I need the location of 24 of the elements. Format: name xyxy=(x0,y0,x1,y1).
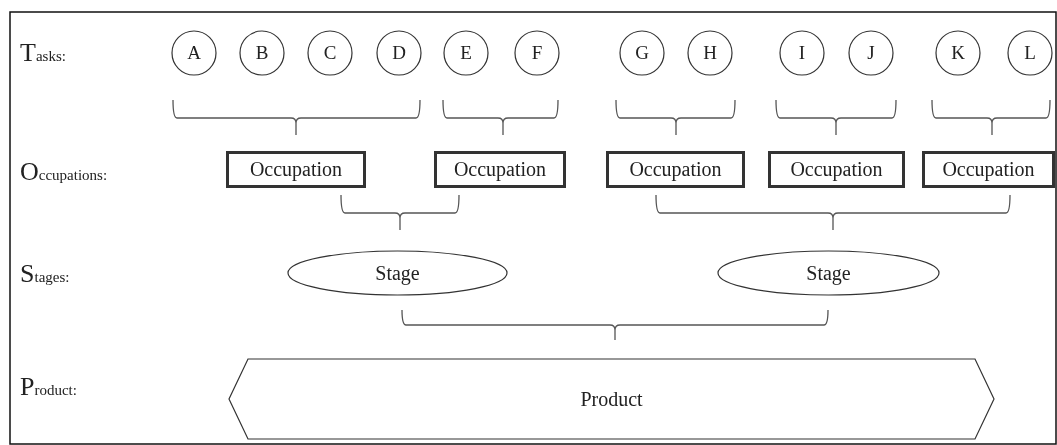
node-label: Product xyxy=(580,387,643,411)
task-letter: J xyxy=(867,42,875,64)
node-label: Occupation xyxy=(249,158,343,181)
node-label: Occupation xyxy=(942,158,1035,181)
task-letter: E xyxy=(460,42,472,64)
task-letter: I xyxy=(798,42,806,64)
node-label: Stage xyxy=(375,261,420,285)
task-letter: F xyxy=(531,42,543,64)
row-label: Occupations: xyxy=(20,157,108,187)
task-letter: K xyxy=(951,42,965,64)
task-letter: H xyxy=(703,42,717,64)
node-label: Stage xyxy=(806,261,851,285)
row-label: Stages: xyxy=(20,259,70,289)
task-letter: B xyxy=(255,42,269,64)
node-label: Occupation xyxy=(453,158,547,181)
row-label: Product: xyxy=(20,372,77,402)
task-letter: G xyxy=(635,42,649,64)
node-label: Occupation xyxy=(790,158,883,181)
task-letter: C xyxy=(323,42,337,64)
node-label: Occupation xyxy=(629,158,722,181)
task-letter: L xyxy=(1024,42,1036,64)
task-letter: A xyxy=(187,42,201,64)
task-letter: D xyxy=(392,42,406,64)
row-label: Tasks: xyxy=(20,38,66,68)
